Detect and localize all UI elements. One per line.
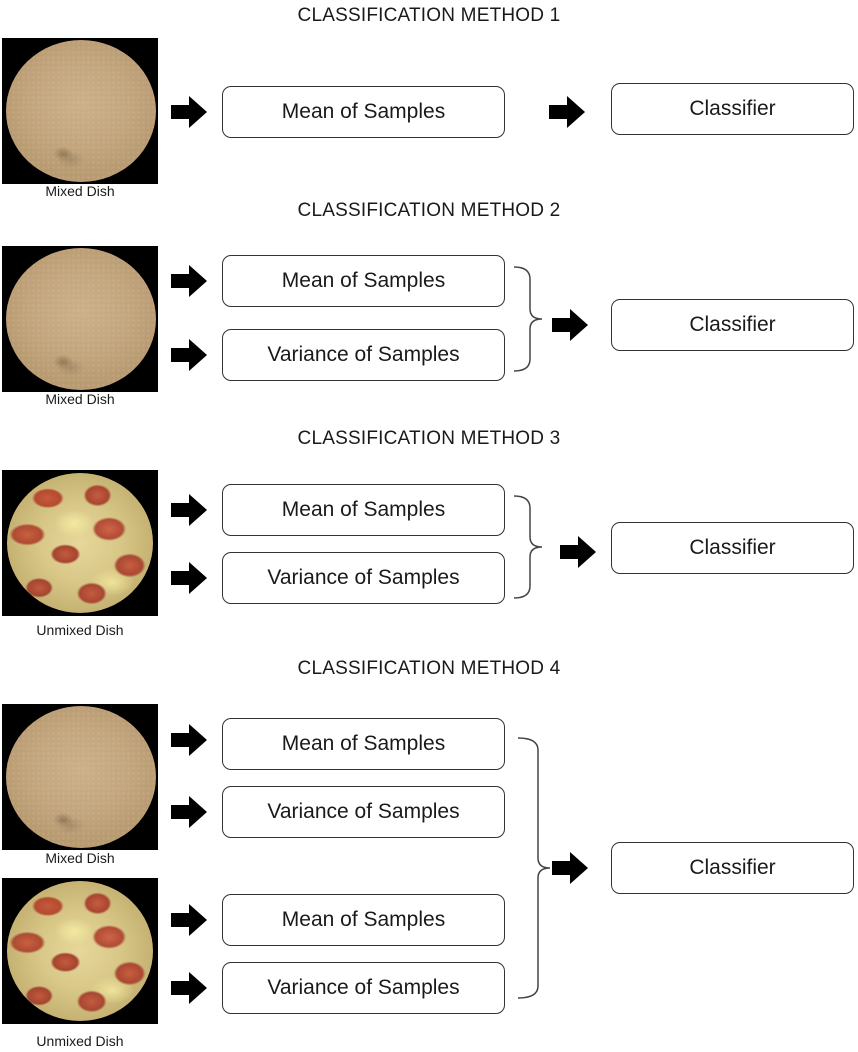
classifier-box: Classifier <box>611 522 854 574</box>
feature-box-mean: Mean of Samples <box>222 718 505 770</box>
mixed-dish-image <box>2 38 158 184</box>
method-1-title: CLASSIFICATION METHOD 1 <box>297 5 561 26</box>
right-brace-icon <box>513 266 543 372</box>
block-arrow-right-icon <box>171 96 207 128</box>
unmixed-dish-image <box>2 878 158 1024</box>
dish-caption: Mixed Dish <box>45 391 115 407</box>
right-brace-icon <box>517 737 551 999</box>
method-4-title: CLASSIFICATION METHOD 4 <box>297 658 561 679</box>
feature-box-variance: Variance of Samples <box>222 962 505 1014</box>
right-brace-icon <box>513 495 543 599</box>
dish-caption: Mixed Dish <box>45 183 115 199</box>
feature-box-mean: Mean of Samples <box>222 484 505 536</box>
block-arrow-right-icon <box>171 265 207 297</box>
feature-box-mean: Mean of Samples <box>222 86 505 138</box>
dish-caption: Unmixed Dish <box>36 1033 124 1049</box>
feature-box-variance: Variance of Samples <box>222 329 505 381</box>
mixed-dish-image <box>2 704 158 850</box>
block-arrow-right-icon <box>171 796 207 828</box>
block-arrow-right-icon <box>171 972 207 1004</box>
block-arrow-right-icon <box>171 562 207 594</box>
dish-caption: Mixed Dish <box>45 850 115 866</box>
block-arrow-right-icon <box>171 339 207 371</box>
method-3-title: CLASSIFICATION METHOD 3 <box>297 428 561 449</box>
unmixed-dish-image <box>2 470 158 616</box>
block-arrow-right-icon <box>552 852 588 884</box>
classifier-box: Classifier <box>611 842 854 894</box>
feature-box-mean: Mean of Samples <box>222 894 505 946</box>
classifier-box: Classifier <box>611 299 854 351</box>
dish-caption: Unmixed Dish <box>36 622 124 638</box>
feature-box-variance: Variance of Samples <box>222 552 505 604</box>
feature-box-mean: Mean of Samples <box>222 255 505 307</box>
block-arrow-right-icon <box>171 494 207 526</box>
mixed-dish-image <box>2 246 158 392</box>
block-arrow-right-icon <box>171 724 207 756</box>
block-arrow-right-icon <box>549 96 585 128</box>
feature-box-variance: Variance of Samples <box>222 786 505 838</box>
block-arrow-right-icon <box>552 309 588 341</box>
method-2-title: CLASSIFICATION METHOD 2 <box>297 200 561 221</box>
block-arrow-right-icon <box>560 536 596 568</box>
classifier-box: Classifier <box>611 83 854 135</box>
block-arrow-right-icon <box>171 904 207 936</box>
